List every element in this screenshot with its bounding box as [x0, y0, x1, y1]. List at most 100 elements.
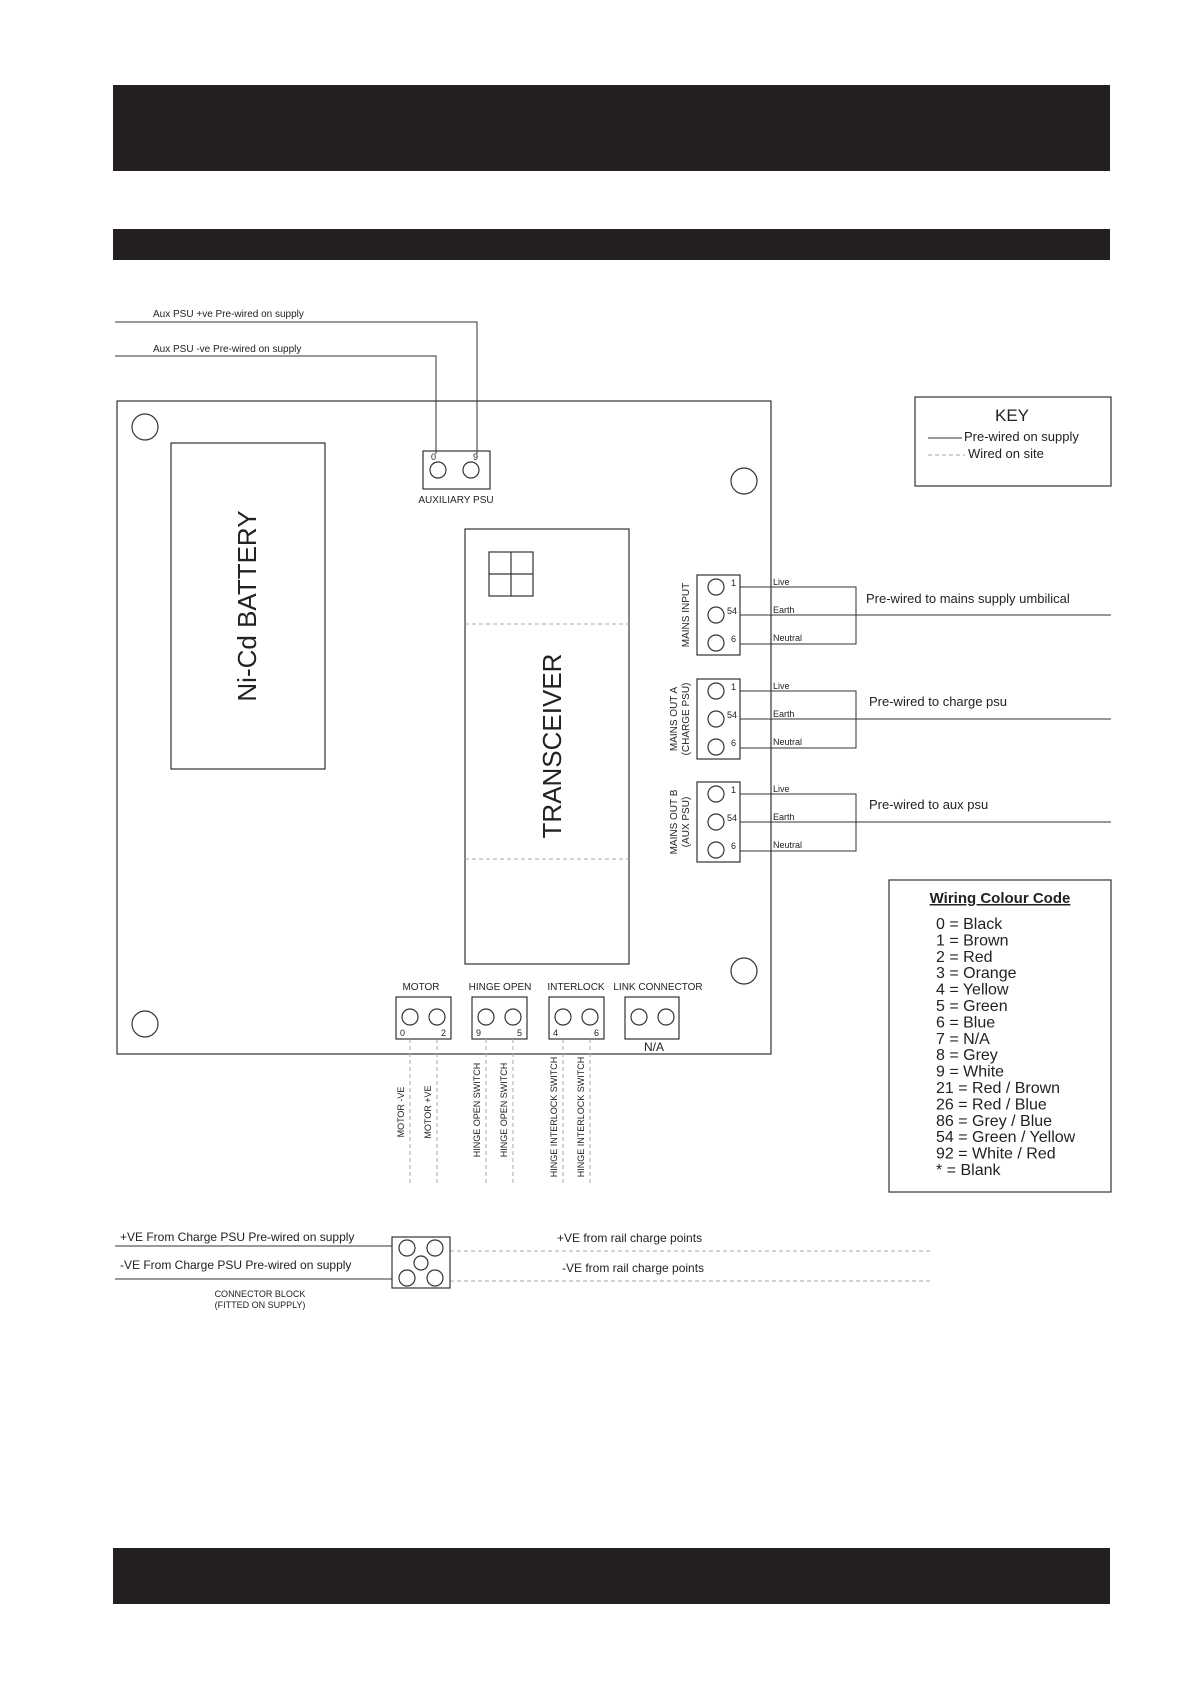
- mains-input: 1 54 6 MAINS INPUT Live Earth Neutral Pr…: [681, 574, 1111, 656]
- terminal-label: 9: [476, 1028, 481, 1038]
- terminal: [477, 1008, 495, 1026]
- terminal-label: 6: [731, 634, 736, 644]
- interlock-block: [548, 996, 605, 1040]
- charge-neg-right: -VE from rail charge points: [562, 1261, 704, 1275]
- colour-code-entry: * = Blank: [936, 1162, 1001, 1179]
- terminal: [504, 1008, 522, 1026]
- wire-label: Live: [773, 784, 790, 794]
- wire-label: Live: [773, 681, 790, 691]
- terminal: [398, 1269, 416, 1287]
- colour-code-entry: 92 = White / Red: [936, 1146, 1056, 1163]
- mounting-hole: [730, 467, 758, 495]
- terminal: [707, 841, 725, 859]
- battery-box: [170, 442, 326, 770]
- terminal: [630, 1008, 648, 1026]
- colour-code-box: [888, 879, 1112, 1193]
- key-box: [914, 396, 1112, 487]
- transceiver-box: [464, 528, 630, 965]
- colour-code-entry: 2 = Red: [936, 949, 992, 966]
- terminal-label: 5: [517, 1028, 522, 1038]
- link-connector-block: [624, 996, 680, 1040]
- colour-code-entry: 5 = Green: [936, 998, 1008, 1015]
- mains-out-b-sublabel: (AUX PSU): [681, 797, 692, 848]
- terminal: [426, 1269, 444, 1287]
- terminal: [462, 461, 480, 479]
- motor-connector: MOTOR 0 2 MOTOR -VE MOTOR +VE: [395, 982, 452, 1185]
- terminal: [657, 1008, 675, 1026]
- terminal-label: 1: [731, 578, 736, 588]
- colour-code-entry: 3 = Orange: [936, 965, 1017, 982]
- charge-connector: +VE From Charge PSU Pre-wired on supply …: [115, 1230, 932, 1310]
- colour-code-entry: 6 = Blue: [936, 1014, 995, 1031]
- wire-label: Neutral: [773, 633, 802, 643]
- colour-code-entry: 7 = N/A: [936, 1031, 990, 1048]
- wire-label: Live: [773, 577, 790, 587]
- wire-label: HINGE OPEN SWITCH: [499, 1063, 509, 1158]
- mains-out-a-label: MAINS OUT A: [669, 687, 680, 752]
- colour-code-entry: 86 = Grey / Blue: [936, 1113, 1052, 1130]
- wire-label: Earth: [773, 709, 795, 719]
- colour-code-title: Wiring Colour Code: [930, 890, 1071, 907]
- aux-psu-terminal-9: 9: [473, 452, 478, 462]
- terminal: [398, 1239, 416, 1257]
- terminal: [707, 813, 725, 831]
- hinge-open-connector: HINGE OPEN 9 5 HINGE OPEN SWITCH HINGE O…: [469, 982, 532, 1185]
- mains-out-b: 1 54 6 MAINS OUT B (AUX PSU) Live Earth …: [669, 781, 1111, 863]
- footer-bar: [113, 1548, 1110, 1604]
- wire-label: Earth: [773, 812, 795, 822]
- mounting-hole: [131, 1010, 159, 1038]
- link-connector-label: LINK CONNECTOR: [613, 982, 702, 993]
- aux-psu-terminal-0: 0: [431, 452, 436, 462]
- terminal: [426, 1239, 444, 1257]
- terminal-label: 6: [731, 738, 736, 748]
- wire-label: HINGE INTERLOCK SWITCH: [549, 1057, 559, 1178]
- mains-out-b-label: MAINS OUT B: [669, 789, 680, 854]
- terminal: [707, 785, 725, 803]
- mains-out-a: 1 54 6 MAINS OUT A (CHARGE PSU) Live Ear…: [669, 678, 1111, 760]
- colour-code-entry: 9 = White: [936, 1064, 1004, 1081]
- wire-label: Earth: [773, 605, 795, 615]
- hinge-open-label: HINGE OPEN: [469, 982, 532, 993]
- terminal-label: 4: [553, 1028, 558, 1038]
- mains-input-label: MAINS INPUT: [681, 583, 692, 647]
- mains-input-note: Pre-wired to mains supply umbilical: [866, 591, 1070, 606]
- connector-block: [391, 1236, 451, 1289]
- wire-label: MOTOR +VE: [423, 1085, 433, 1138]
- terminal-label: 1: [731, 785, 736, 795]
- key-prewired: Pre-wired on supply: [964, 429, 1079, 444]
- terminal: [581, 1008, 599, 1026]
- connector-block-label: CONNECTOR BLOCK: [215, 1289, 306, 1299]
- terminal: [401, 1008, 419, 1026]
- terminal-label: 54: [727, 606, 737, 616]
- interlock-label: INTERLOCK: [547, 982, 605, 993]
- mains-out-b-note: Pre-wired to aux psu: [869, 797, 988, 812]
- connector-block-sublabel: (FITTED ON SUPPLY): [215, 1300, 306, 1310]
- aux-psu-label: AUXILIARY PSU: [418, 495, 493, 506]
- mains-out-a-note: Pre-wired to charge psu: [869, 694, 1007, 709]
- mounting-hole: [730, 957, 758, 985]
- motor-block: [395, 996, 452, 1040]
- mains-out-a-sublabel: (CHARGE PSU): [681, 683, 692, 756]
- charge-pos-left: +VE From Charge PSU Pre-wired on supply: [120, 1230, 354, 1244]
- pcb-board: [116, 400, 772, 1055]
- motor-label: MOTOR: [402, 982, 439, 993]
- wire-label: HINGE INTERLOCK SWITCH: [576, 1057, 586, 1178]
- terminal: [707, 710, 725, 728]
- terminal: [554, 1008, 572, 1026]
- terminal: [707, 606, 725, 624]
- colour-code-entry: 1 = Brown: [936, 932, 1008, 949]
- terminal: [707, 682, 725, 700]
- charge-neg-left: -VE From Charge PSU Pre-wired on supply: [120, 1258, 351, 1272]
- terminal-label: 6: [594, 1028, 599, 1038]
- terminal: [707, 578, 725, 596]
- terminal-label: 1: [731, 682, 736, 692]
- aux-psu-pos-label: Aux PSU +ve Pre-wired on supply: [153, 309, 304, 320]
- link-connector: LINK CONNECTOR N/A: [613, 982, 702, 1054]
- terminal-label: 54: [727, 813, 737, 823]
- colour-code-entry: 54 = Green / Yellow: [936, 1129, 1076, 1146]
- wire-label: Neutral: [773, 737, 802, 747]
- wire-label: MOTOR -VE: [396, 1087, 406, 1138]
- wire-label: Neutral: [773, 840, 802, 850]
- header-bar: [113, 85, 1110, 171]
